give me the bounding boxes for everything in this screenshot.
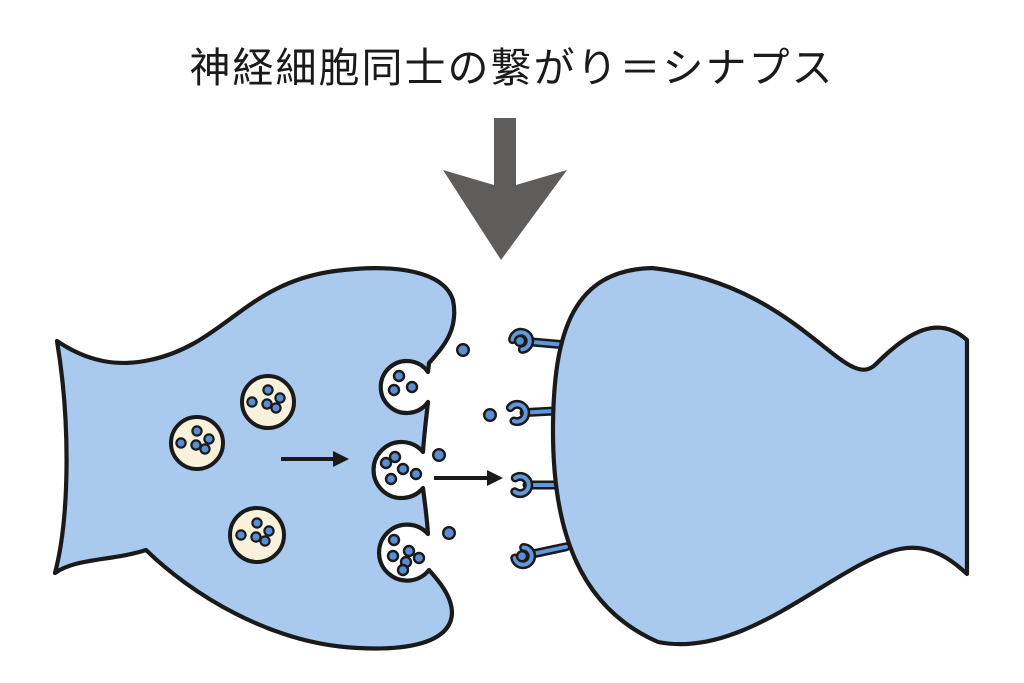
vesicle-dot [203, 433, 215, 445]
neurotransmitter-dot [396, 563, 410, 577]
right-arrow-icon [281, 451, 349, 467]
right-arrow-icon [434, 470, 503, 486]
neurotransmitter-dot [388, 450, 402, 464]
neurotransmitter-dot [409, 467, 423, 481]
vesicle-dot [250, 531, 262, 543]
vesicle-dot [261, 398, 273, 410]
neurotransmitter-dot [412, 551, 426, 565]
vesicle-dot [263, 525, 275, 537]
receptor-cup [510, 471, 534, 499]
fusing-vesicle-dots-bottom [386, 533, 426, 577]
down-arrow-icon [443, 118, 567, 260]
neurotransmitter-dot [405, 380, 419, 394]
arrow-head [333, 451, 349, 467]
receptor [508, 327, 570, 354]
vesicle-dot [270, 402, 282, 414]
vesicle-dot [259, 535, 271, 547]
synaptic-vesicle [228, 506, 286, 564]
vesicle-dot [199, 443, 211, 455]
neurotransmitter-dot [379, 456, 393, 470]
presynaptic-terminal [52, 266, 457, 651]
neurotransmitter-dot [456, 343, 471, 358]
fusing-vesicle-dots-middle [379, 450, 423, 486]
neurotransmitter-dot [386, 549, 400, 563]
synaptic-vesicle [169, 415, 225, 471]
neurotransmitter-dot [442, 526, 457, 541]
neurotransmitter-dot [396, 462, 410, 476]
receptor-cup [510, 543, 537, 570]
vesicle-dot [251, 517, 263, 529]
neurotransmitter-dot [387, 533, 401, 547]
receptor [510, 542, 571, 570]
arrow-head [487, 470, 503, 486]
neurotransmitter-dot [402, 544, 416, 558]
receptor-cup [505, 399, 531, 427]
bound-neurotransmitter-dot [513, 334, 527, 348]
neurotransmitter-dot [384, 472, 398, 486]
vesicle-dot [274, 392, 286, 404]
receptor [510, 471, 565, 499]
vesicle-dot [262, 384, 274, 396]
vesicle-dot [246, 396, 258, 408]
vesicle-dot [175, 437, 187, 449]
bound-neurotransmitter-dot [515, 550, 529, 563]
postsynaptic-neuron [550, 265, 970, 647]
diagram-title: 神経細胞同士の繋がり＝シナプス [189, 45, 835, 91]
synaptic-vesicle [240, 374, 296, 430]
neurotransmitter-dot [392, 369, 406, 383]
vesicle-dot [190, 439, 202, 451]
fusing-vesicle-dots-top [387, 369, 419, 397]
vesicle-dot [235, 529, 247, 541]
receptor-cup [508, 327, 535, 354]
neurotransmitter-dot [483, 408, 498, 423]
neurotransmitter-dot [432, 448, 447, 463]
neurotransmitter-dot [387, 383, 401, 397]
vesicle-dot [191, 425, 203, 437]
